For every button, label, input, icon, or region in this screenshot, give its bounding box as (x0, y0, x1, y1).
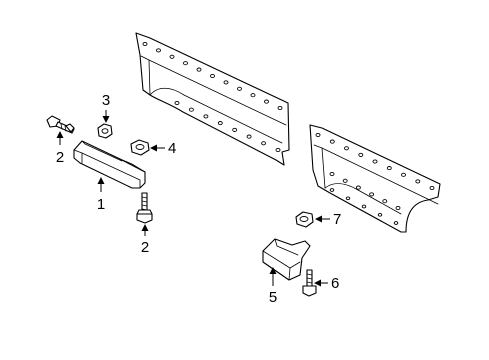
mounting-hole (223, 80, 229, 85)
mounting-hole (361, 204, 367, 209)
callout-3: 3 (102, 92, 110, 123)
callout-1: 1 (97, 177, 105, 213)
mounting-hole (156, 48, 161, 53)
mounting-hole (196, 67, 202, 72)
mounting-hole (169, 54, 175, 59)
callout-4: 4 (150, 140, 176, 157)
mounting-hole (174, 100, 180, 106)
callout-7: 7 (315, 211, 341, 228)
callout-5: 5 (269, 267, 277, 306)
mounting-hole (315, 132, 321, 138)
mounting-hole (415, 179, 421, 184)
svg-text:2: 2 (141, 239, 149, 256)
mounting-hole (344, 146, 349, 151)
mounting-hole (395, 205, 401, 211)
mounting-hole (277, 105, 283, 111)
mounting-hole (275, 147, 281, 153)
callout-6: 6 (314, 275, 339, 292)
mounting-hole (142, 41, 148, 47)
mounting-hole (355, 185, 361, 190)
mounting-hole (429, 185, 435, 191)
mounting-hole (377, 212, 383, 217)
mounting-hole (386, 166, 392, 171)
svg-text:6: 6 (331, 275, 339, 292)
rear-fender-flare-panel (309, 124, 441, 233)
mounting-hole (250, 93, 256, 98)
mounting-hole (382, 199, 388, 204)
bolt-rear (302, 269, 317, 297)
svg-text:5: 5 (269, 289, 277, 306)
mounting-hole (372, 159, 378, 164)
mounting-hole (345, 196, 351, 201)
mounting-hole (246, 134, 252, 139)
mounting-hole (358, 152, 364, 157)
mounting-hole (232, 127, 238, 132)
front-fender-flare-panel (135, 32, 290, 166)
svg-text:7: 7 (333, 211, 341, 228)
nut-middle (130, 139, 150, 156)
nut-upper (97, 123, 113, 139)
mounting-hole (329, 188, 335, 192)
mounting-hole (237, 86, 242, 91)
mounting-hole (188, 107, 194, 112)
svg-text:1: 1 (97, 196, 105, 213)
svg-text:4: 4 (168, 140, 176, 157)
mounting-hole (342, 178, 348, 183)
bolt-upper-left (46, 115, 75, 134)
mounting-hole (369, 192, 375, 197)
mounting-hole (329, 139, 335, 144)
callout-2-upper: 2 (56, 131, 64, 166)
bolt-lower-center (136, 192, 153, 224)
svg-text:3: 3 (102, 92, 110, 109)
nut-rear (295, 211, 314, 228)
mounting-hole (393, 221, 399, 225)
mounting-hole (183, 61, 188, 66)
mounting-hole (264, 99, 269, 104)
front-step-bracket (73, 140, 146, 189)
svg-text:2: 2 (56, 149, 64, 166)
mounting-hole (210, 73, 215, 79)
mounting-hole (217, 121, 223, 126)
mounting-hole (203, 114, 209, 119)
mounting-hole (401, 172, 406, 177)
mounting-hole (261, 141, 267, 146)
callout-2-lower: 2 (141, 224, 149, 256)
mounting-hole (329, 171, 335, 177)
rear-bracket (262, 238, 311, 281)
